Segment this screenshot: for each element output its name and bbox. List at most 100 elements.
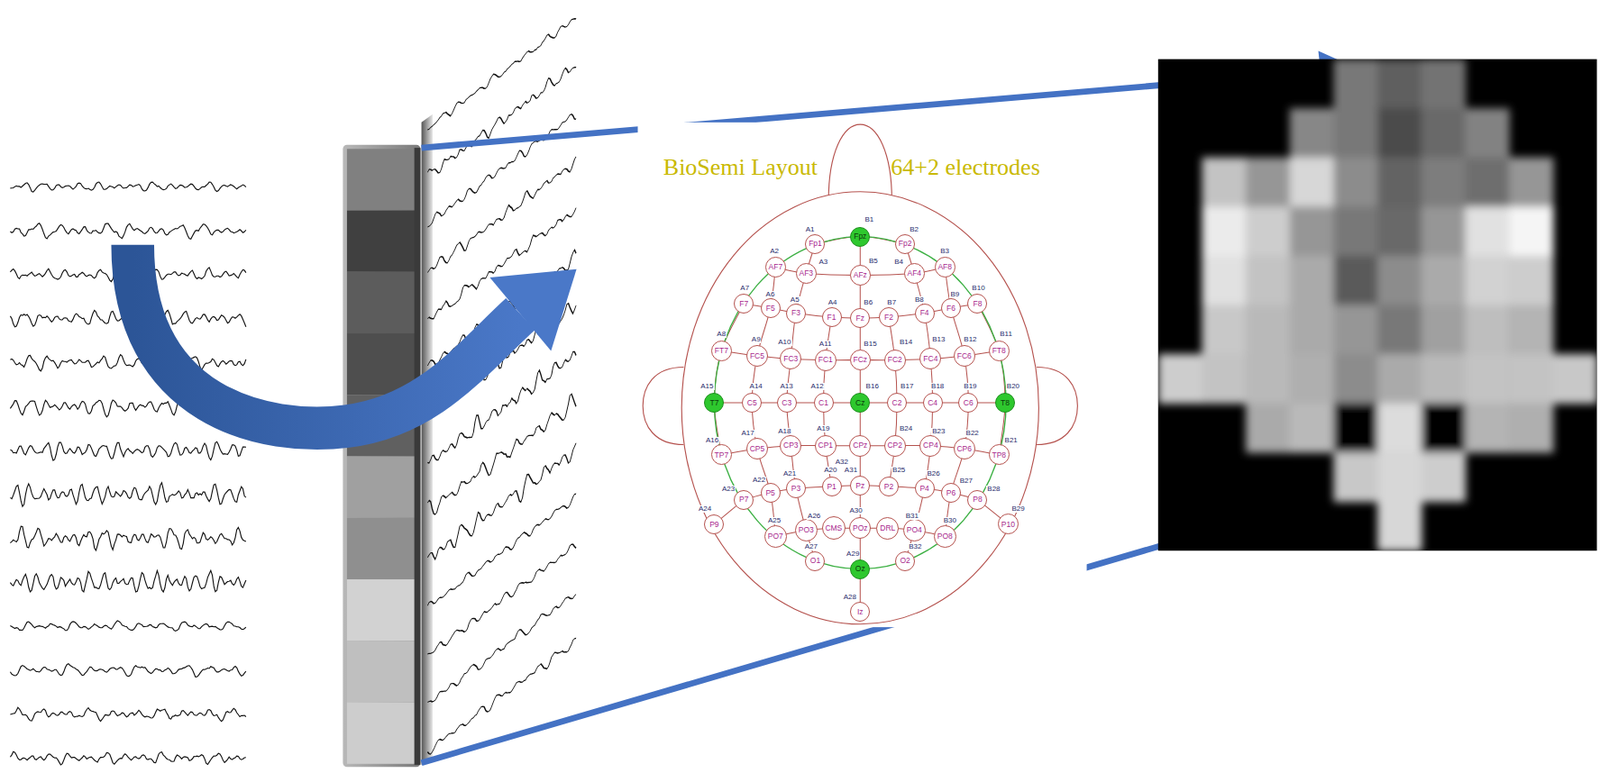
electrode-name: AF8 [937,263,952,272]
electrode-name: Fp1 [808,239,823,248]
electrode-circle: FC4B13 [919,347,942,370]
electrode-code: B27 [959,477,974,485]
electrode-code: A8 [715,330,727,339]
electrode-circle: DRL [876,517,899,540]
electrode-code: A12 [809,383,824,391]
electrode-name: CMS [824,524,842,533]
electrode-circle: FT8B11 [988,340,1010,362]
electrode-circle: FpzB1 [850,227,870,247]
electrode-circle: C3A13 [777,393,797,413]
electrode-name: Fz [856,314,865,323]
electrode-name: AFz [853,271,868,280]
electrode-name: AF4 [906,269,922,278]
electrode-name: C3 [781,399,792,408]
electrode-name: PO8 [937,532,953,541]
electrode-name: T8 [1000,399,1010,408]
electrode-name: FC2 [887,356,903,365]
electrode-circle: P4B26 [914,478,935,499]
electrode-circle: F4B8 [914,303,935,324]
electrode-code: A32 [834,458,850,467]
electrode-name: F4 [920,309,930,318]
electrode-code: A26 [806,512,822,521]
electrode-name: AF7 [768,263,784,272]
electrode-circle: F7A7 [733,293,754,314]
electrode-code: A4 [827,299,839,307]
electrode-code: B14 [898,338,914,347]
electrode-code: B31 [905,512,920,521]
electrode-code: A22 [751,476,767,485]
electrode-code: B3 [939,247,951,256]
electrode-name: P3 [791,484,801,494]
electrode-code: B20 [1005,383,1021,391]
electrode-name: F7 [739,300,749,309]
electrode-code: B12 [962,336,978,344]
electrode-circle: F8B10 [967,293,988,314]
electrode-name: PO3 [798,526,814,535]
electrode-name: P8 [972,495,982,504]
electrode-code: A6 [765,291,777,299]
electrode-name: FC6 [957,352,972,361]
electrode-code: B25 [891,466,906,475]
electrode-name: F3 [791,309,801,318]
electrode-code: B21 [1004,437,1019,445]
electrode-name: F8 [973,300,983,309]
curved-arrow [132,245,576,430]
electrode-code: A18 [777,428,792,436]
electrode-name: FC5 [749,352,765,361]
electrode-circle: FC6B12 [953,345,976,367]
electrode-circle: CP5A17 [746,438,768,460]
electrode-code: A16 [704,437,720,445]
electrode-circle: C6B19 [958,393,979,413]
electrode-name: DRL [879,524,896,533]
electrode-name: CP4 [923,441,939,450]
electrode-name: C1 [818,399,829,408]
electrode-name: P4 [919,484,929,494]
electrode-code: A24 [697,505,713,513]
electrode-circle: CPzA32 [849,435,871,458]
electrode-code: A23 [721,485,736,494]
electrode-code: B7 [886,299,897,307]
electrode-name: POz [852,524,869,533]
electrode-code: B1 [863,216,875,224]
electrode-code: A29 [845,550,860,558]
layout-title: BioSemi Layout [663,155,818,180]
electrode-circle: P9A24 [704,514,724,535]
electrode-name: FCz [852,356,868,365]
electrode-circle: AF8B3 [934,256,956,278]
electrode-code: B24 [898,425,914,433]
electrode-name: AF3 [798,269,814,278]
electrode-name: Oz [855,565,866,574]
electrode-code: B19 [962,383,978,391]
electrode-circle: FC5A9 [746,345,768,367]
electrode-code: B11 [998,330,1014,339]
electrode-code: B29 [1010,505,1025,513]
electrode-name: Fpz [853,232,867,241]
electrode-circle: F3A5 [786,303,806,324]
electrode-code: B16 [865,383,880,391]
electrode-code: A14 [749,383,764,391]
electrode-name: PO7 [768,532,784,541]
electrode-circle: AF7A2 [765,256,787,278]
electrode-name: CP6 [956,445,972,454]
electrode-code: B8 [914,296,925,304]
electrode-circle: F1A4 [822,307,842,328]
electrode-circle: PO7A25 [764,525,787,549]
electrode-circle: P6B27 [941,483,961,503]
electrode-code: B5 [868,257,879,266]
electrode-name: TP8 [991,451,1006,460]
electrode-circle: T8B20 [995,393,1015,413]
electrode-code: B17 [899,383,915,391]
electrode-name: F2 [884,313,894,322]
electrode-circle: F2B7 [878,307,899,328]
electrode-circle: C5A14 [741,393,762,413]
electrode-name: C4 [927,399,938,408]
electrode-name: P7 [739,495,749,504]
electrode-circle: P8B28 [967,490,988,511]
electrode-code: B6 [862,299,874,307]
electrode-name: T7 [709,399,719,408]
channel-bar [342,145,421,768]
electrode-circle: AF3A3 [795,263,817,284]
electrode-code: A1 [804,226,816,234]
electrode-circle: AFzB5 [850,265,871,286]
